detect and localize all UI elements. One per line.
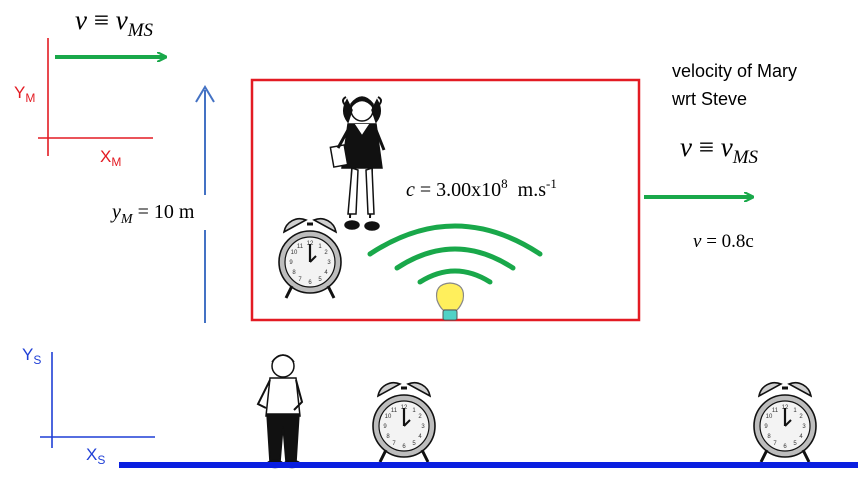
light-speed-label: c = 3.00x108 m.s-1 bbox=[406, 176, 557, 201]
boy-figure-icon bbox=[256, 354, 304, 469]
steve-frame-axes bbox=[40, 352, 155, 448]
light-wave-icon bbox=[367, 223, 543, 285]
top-velocity-label: v ≡ vMS bbox=[75, 5, 154, 41]
caption-line-2: wrt Steve bbox=[671, 89, 747, 109]
girl-figure-icon bbox=[329, 96, 386, 231]
mary-x-axis-label: XM bbox=[100, 147, 121, 169]
alarm-clock-icon bbox=[371, 381, 437, 464]
height-arrow bbox=[195, 85, 215, 323]
height-label: yM = 10 m bbox=[110, 201, 195, 227]
caption-line-1: velocity of Mary bbox=[672, 61, 797, 81]
mary-y-axis-label: YM bbox=[14, 83, 35, 105]
speed-value-label: v = 0.8c bbox=[693, 231, 754, 252]
steve-y-axis-label: YS bbox=[22, 345, 41, 367]
steve-x-axis-label: XS bbox=[86, 445, 105, 467]
right-velocity-label: v ≡ vMS bbox=[680, 132, 759, 168]
alarm-clock-icon bbox=[277, 217, 343, 300]
light-bulb-icon bbox=[435, 282, 465, 321]
mary-frame-axes bbox=[38, 38, 153, 156]
alarm-clock-icon bbox=[752, 381, 818, 464]
